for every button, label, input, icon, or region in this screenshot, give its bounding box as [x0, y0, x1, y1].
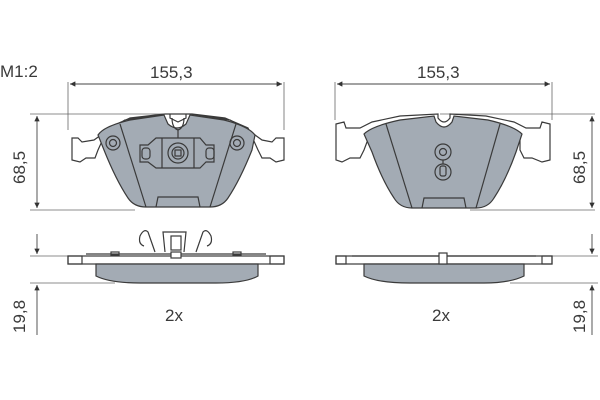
left-quantity: 2x — [165, 306, 183, 325]
left-pad-side-view — [30, 230, 285, 335]
right-width-dimension: 155,3 — [417, 63, 460, 82]
right-pad-side-view — [335, 234, 598, 335]
scale-label: M1:2 — [0, 62, 38, 81]
right-thickness-dimension: 19,8 — [570, 299, 589, 333]
left-pad-front-view — [30, 81, 285, 211]
right-quantity: 2x — [432, 306, 450, 325]
left-thickness-dimension: 19,8 — [10, 299, 29, 333]
left-width-dimension: 155,3 — [150, 63, 193, 82]
right-height-dimension: 68,5 — [570, 150, 589, 184]
left-height-dimension: 68,5 — [10, 150, 29, 184]
right-pad-front-view — [334, 81, 595, 211]
